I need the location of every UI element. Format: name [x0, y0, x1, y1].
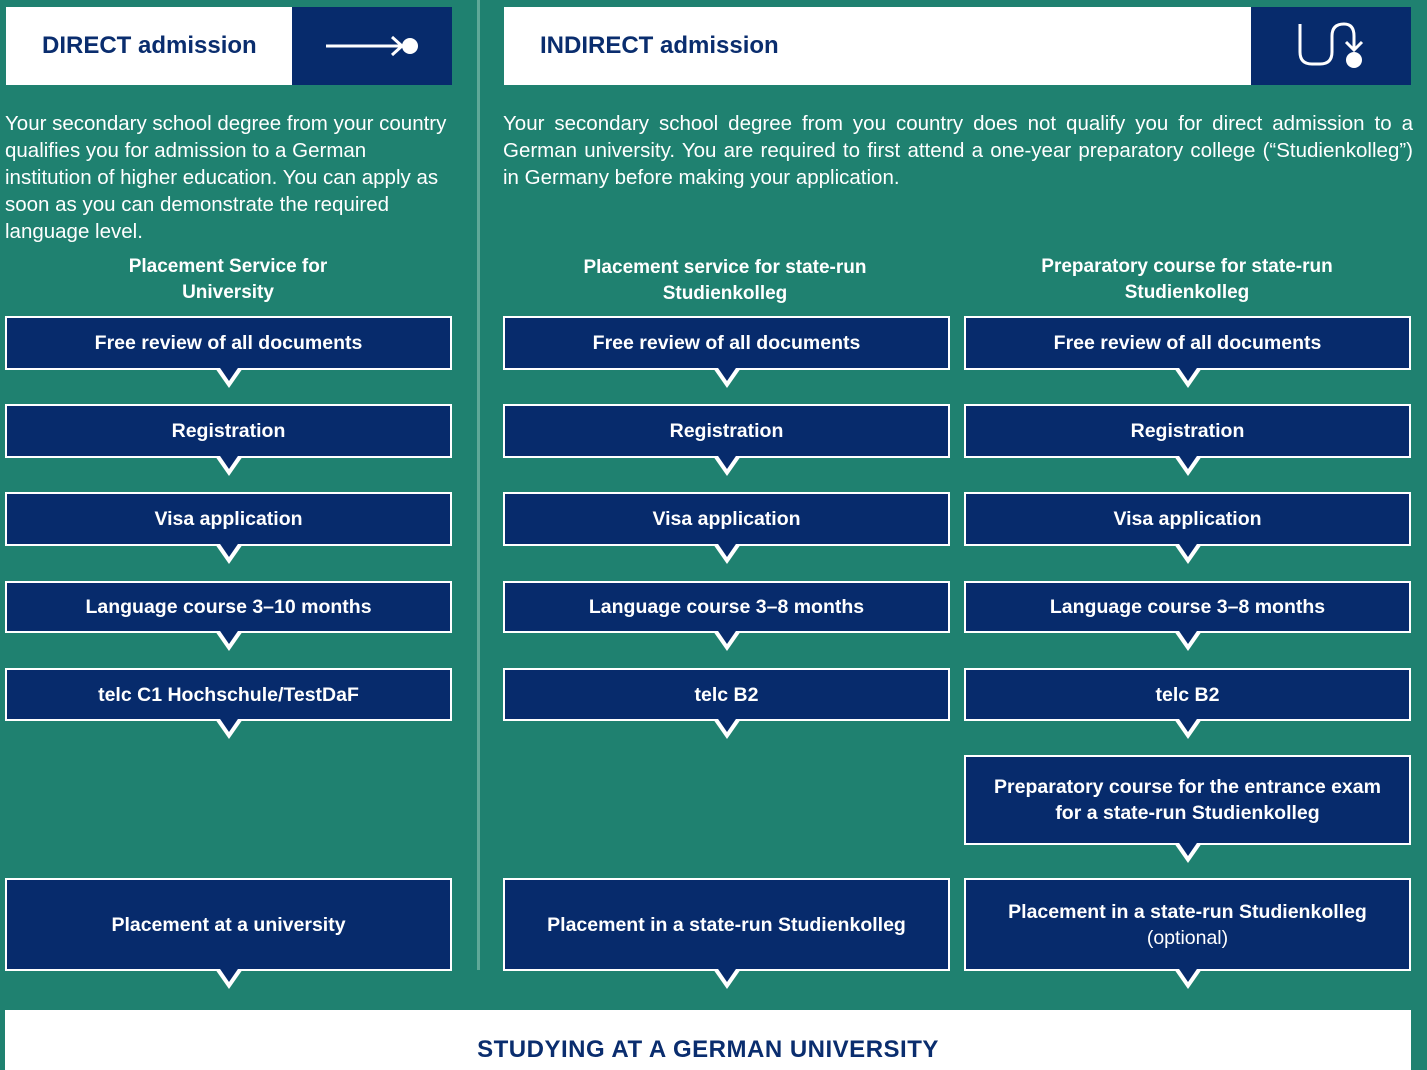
step-label: Language course 3–8 months [588, 596, 865, 618]
chevron-down-icon [713, 628, 741, 651]
indirect-left-step-final: Placement in a state-run Studienkolleg [503, 878, 950, 971]
step-label: Registration [669, 420, 784, 442]
indirect-left-step-visa: Visa application [503, 492, 950, 546]
chevron-down-icon [1174, 541, 1202, 564]
chevron-down-icon [215, 453, 243, 476]
chevron-down-icon [215, 541, 243, 564]
chevron-down-icon [215, 365, 243, 388]
chevron-down-icon [1174, 966, 1202, 989]
step-label: Free review of all documents [94, 332, 363, 354]
chevron-down-icon [713, 966, 741, 989]
direct-description: Your secondary school degree from your c… [5, 112, 447, 243]
step-label: Visa application [652, 508, 801, 530]
direct-header: DIRECT admission [6, 7, 292, 85]
indirect-left-step-exam: telc B2 [503, 668, 950, 721]
step-label: Registration [1130, 420, 1245, 442]
arrow-right-dot-icon [326, 35, 418, 57]
step-label: Free review of all documents [592, 332, 861, 354]
chevron-down-icon [713, 365, 741, 388]
direct-step-registration: Registration [5, 404, 452, 458]
indirect-icon-box [1251, 7, 1411, 85]
step-label: Placement in a state-run Studienkolleg [547, 913, 906, 936]
chevron-down-icon [713, 716, 741, 739]
indirect-description: Your secondary school degree from you co… [503, 112, 1413, 189]
indirect-title: INDIRECT admission [540, 32, 779, 59]
chevron-down-icon [215, 966, 243, 989]
indirect-left-column-title: Placement service for state-run Studienk… [583, 257, 867, 304]
indirect-left-step-registration: Registration [503, 404, 950, 458]
direct-step-final: Placement at a university [5, 878, 452, 971]
curved-arrow-dot-icon [1298, 22, 1364, 68]
indirect-right-step-review: Free review of all documents [964, 316, 1411, 370]
direct-icon-box [292, 7, 452, 85]
chevron-down-icon [1174, 840, 1202, 863]
indirect-right-step-registration: Registration [964, 404, 1411, 458]
direct-step-visa: Visa application [5, 492, 452, 546]
step-label: Visa application [154, 508, 303, 530]
indirect-right-column-title: Preparatory course for state-run Studien… [1041, 256, 1333, 303]
indirect-header: INDIRECT admission [504, 7, 1251, 85]
direct-step-review: Free review of all documents [5, 316, 452, 370]
step-label: telc B2 [694, 683, 759, 706]
indirect-right-step-language: Language course 3–8 months [964, 581, 1411, 633]
chevron-down-icon [1174, 716, 1202, 739]
column-divider [477, 0, 480, 970]
direct-title: DIRECT admission [42, 32, 257, 59]
step-label: telc C1 Hochschule/TestDaF [98, 683, 359, 706]
chevron-down-icon [713, 453, 741, 476]
studying-banner-label: STUDYING AT A GERMAN UNIVERSITY [477, 1036, 939, 1063]
step-label: telc B2 [1155, 683, 1220, 706]
step-label: Language course 3–10 months [85, 596, 372, 618]
direct-step-exam: telc C1 Hochschule/TestDaF [5, 668, 452, 721]
optional-note: (optional) [1146, 926, 1229, 949]
chevron-down-icon [1174, 365, 1202, 388]
step-label: Visa application [1113, 508, 1262, 530]
step-label: Placement at a university [111, 913, 346, 936]
indirect-left-step-review: Free review of all documents [503, 316, 950, 370]
chevron-down-icon [215, 716, 243, 739]
indirect-right-step-final: Placement in a state-run Studienkolleg (… [964, 878, 1411, 971]
indirect-left-step-language: Language course 3–8 months [503, 581, 950, 633]
chevron-down-icon [1174, 628, 1202, 651]
step-label: Free review of all documents [1053, 332, 1322, 354]
studying-banner: STUDYING AT A GERMAN UNIVERSITY [5, 1010, 1411, 1070]
chevron-down-icon [215, 628, 243, 651]
chevron-down-icon [1174, 453, 1202, 476]
step-label: Preparatory course for the entrance exam… [994, 776, 1381, 824]
step-label: Registration [171, 420, 286, 442]
direct-step-language: Language course 3–10 months [5, 581, 452, 633]
indirect-right-step-visa: Visa application [964, 492, 1411, 546]
indirect-right-step-exam: telc B2 [964, 668, 1411, 721]
step-label: Language course 3–8 months [1049, 596, 1326, 618]
indirect-right-step-prep-course: Preparatory course for the entrance exam… [964, 755, 1411, 845]
step-label: Placement in a state-run Studienkolleg [1008, 900, 1367, 923]
chevron-down-icon [713, 541, 741, 564]
direct-column-title: Placement Service for University [128, 256, 328, 303]
